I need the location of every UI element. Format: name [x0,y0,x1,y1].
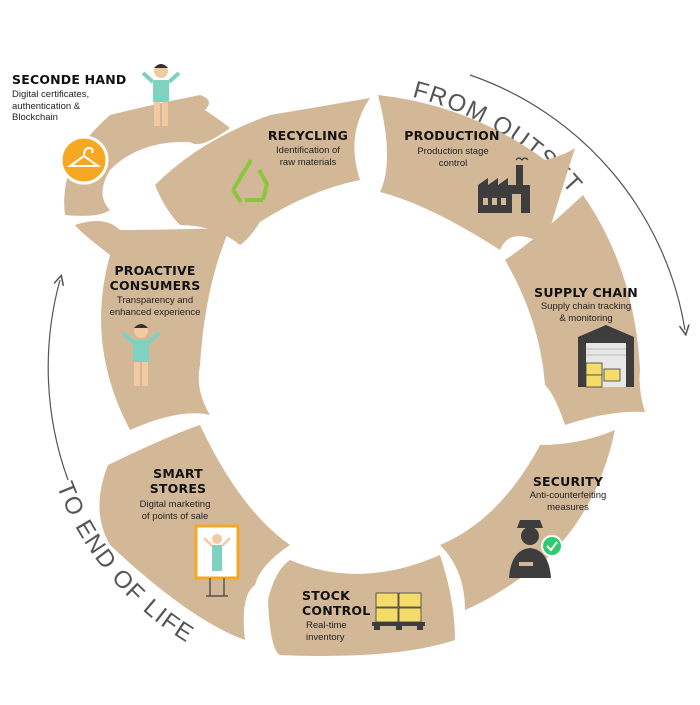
production-title: PRODUCTION [404,128,500,143]
proactive-consumers-desc: Transparency and enhanced experience [96,295,214,318]
recycling-desc: Identification of raw materials [258,145,358,168]
supply-chain-title: SUPPLY CHAIN [534,285,638,300]
stock-control-desc-line: inventory [306,631,345,643]
supply-chain-desc: Supply chain tracking & monitoring [530,301,642,324]
factory-icon [478,157,530,213]
production-desc: Production stage control [400,146,506,169]
supply-chain-desc-line: Supply chain tracking [540,301,632,312]
seconde-hand-desc-line: authentication & [12,100,81,112]
seconde-hand-desc-line: Digital certificates, [12,89,90,100]
production-desc-line: Production stage [417,146,489,157]
supply-chain-desc-line: & monitoring [559,312,613,324]
recycling-title: RECYCLING [267,128,349,143]
hanger-icon [59,135,109,185]
seconde-hand-person-icon [141,64,181,126]
smart-stores-title-line: STORES [149,481,207,496]
stock-control-title: STOCK CONTROL [302,588,372,618]
proactive-consumers-title-line: PROACTIVE [114,263,196,278]
stock-control-desc: Real-time inventory [306,620,376,643]
smart-stores-title-line: SMART [153,466,203,481]
production-desc-line: control [438,157,468,169]
proactive-consumers-desc-line: enhanced experience [109,306,201,318]
seconde-hand-title: SECONDE HAND [12,72,127,87]
digital-signage-icon [194,524,240,597]
pallet-boxes-icon [372,592,425,630]
segment-stock-control [268,555,455,656]
segment-proactive-consumers [75,221,230,430]
security-desc-line: measures [547,501,589,513]
warehouse-icon [578,325,634,388]
smart-stores-desc-line: of points of sale [141,510,209,522]
proactive-consumers-desc-line: Transparency and [116,295,194,306]
outset-arrow [469,74,685,330]
smart-stores-title: SMART STORES [128,466,228,496]
recycle-icon [231,158,270,204]
end-of-life-arrow [47,280,69,481]
smart-stores-desc: Digital marketing of points of sale [122,499,228,522]
seconde-hand-desc: Digital certificates, authentication & B… [12,89,132,124]
stock-control-title-line: STOCK [302,588,351,603]
stock-control-desc-line: Real-time [306,620,347,631]
proactive-consumers-title-line: CONSUMERS [109,278,201,293]
segment-seconde-hand [64,95,230,216]
stock-control-title-line: CONTROL [302,603,371,618]
security-desc-line: Anti-counterfeiting [529,490,607,501]
security-desc: Anti-counterfeiting measures [518,490,618,513]
consumer-person-icon [121,324,161,386]
smart-stores-desc-line: Digital marketing [139,499,211,510]
security-title: SECURITY [532,474,604,489]
security-guard-icon [509,520,563,578]
recycling-desc-line: Identification of [276,145,340,156]
proactive-consumers-title: PROACTIVE CONSUMERS [100,263,210,293]
segment-recycling [155,98,370,245]
recycling-desc-line: raw materials [279,156,337,168]
seconde-hand-desc-line: Blockchain [12,112,58,123]
